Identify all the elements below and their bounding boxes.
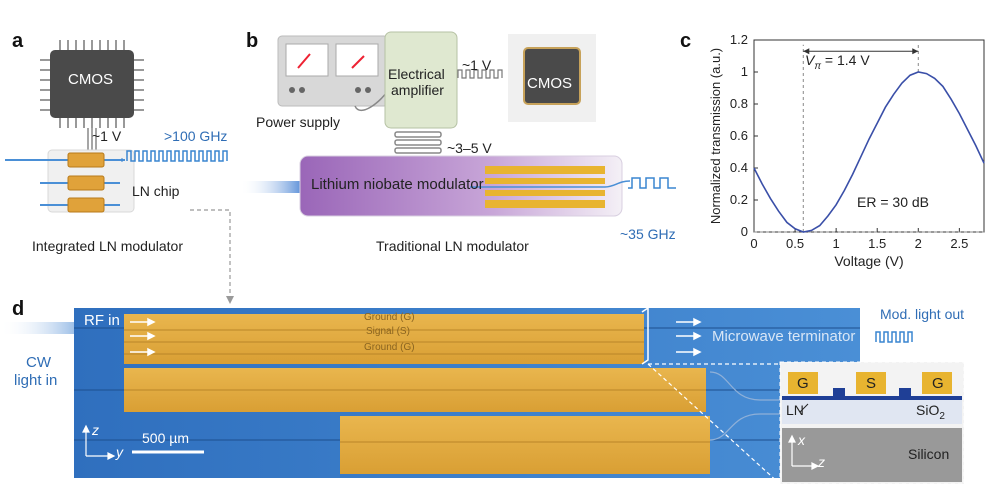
- inset-g1-label: G: [797, 375, 809, 392]
- panel-c-label: c: [680, 30, 692, 52]
- axis-y-label: y: [116, 444, 123, 460]
- vpi-arrowhead-left: [803, 48, 810, 55]
- panel-b-label: b: [246, 30, 259, 52]
- y-tick-label: 1: [741, 64, 748, 79]
- inset-silicon-label: Silicon: [908, 446, 950, 462]
- voltage-out-label-b: ~3–5 V: [447, 140, 492, 156]
- inset-axis-z: z: [818, 454, 825, 470]
- inset-ln-label: LN: [786, 402, 804, 418]
- cmos-chip-a: [50, 50, 134, 118]
- amplifier-label-line2: amplifier: [391, 82, 444, 98]
- x-tick-label: 1: [833, 236, 840, 251]
- transmission-curve: [753, 71, 985, 233]
- cmos-label-a: CMOS: [68, 71, 113, 88]
- panel-a-label: a: [12, 30, 24, 52]
- axis-z-label: z: [92, 422, 99, 438]
- signal-label: Signal (S): [366, 326, 410, 337]
- panel-a-illustration: [5, 40, 228, 213]
- frequency-label-a: >100 GHz: [164, 128, 228, 144]
- vpi-annotation: Vπ = 1.4 V: [805, 52, 870, 72]
- amplifier-label-line1: Electrical: [388, 66, 445, 82]
- cmos-label-b: CMOS: [527, 75, 572, 92]
- er-annotation: ER = 30 dB: [857, 194, 929, 210]
- x-tick-label: 2: [915, 236, 922, 251]
- rf-in-label: RF in: [84, 312, 120, 329]
- panel-a-caption: Integrated LN modulator: [32, 238, 183, 254]
- x-tick-label: 0.5: [786, 236, 804, 251]
- scale-bar-label: 500 µm: [142, 430, 189, 446]
- inset-s-label: S: [866, 375, 877, 392]
- x-tick-label: 0: [750, 236, 757, 251]
- vpi-symbol: V: [805, 52, 815, 68]
- ln-chip-label: LN chip: [132, 183, 180, 199]
- frequency-label-b: ~35 GHz: [620, 226, 676, 242]
- panel-d-illustration: [0, 306, 965, 485]
- ground-label-1: Ground (G): [364, 312, 415, 323]
- inset-g2-label: G: [932, 375, 944, 392]
- voltage-in-label-b: ~1 V: [462, 57, 492, 73]
- y-tick-label: 0.2: [730, 192, 748, 207]
- y-tick-label: 0: [741, 224, 748, 239]
- y-tick-label: 1.2: [730, 32, 748, 47]
- cw-label-line1: CW: [26, 354, 51, 371]
- mod-out-label: Mod. light out: [880, 306, 965, 322]
- y-tick-label: 0.6: [730, 128, 748, 143]
- inset-sio2-sub: 2: [939, 410, 945, 422]
- power-supply-label: Power supply: [256, 114, 341, 130]
- vpi-value: = 1.4 V: [821, 52, 870, 68]
- panel-d-label: d: [12, 298, 25, 320]
- voltage-label-a: ~1 V: [92, 128, 122, 144]
- vpi-subscript: π: [814, 60, 822, 72]
- panel-b-caption: Traditional LN modulator: [376, 238, 529, 254]
- inset-sio2-label: SiO2: [916, 402, 945, 422]
- modulator-label: Lithium niobate modulator: [311, 176, 484, 193]
- panel-b-illustration: [240, 31, 676, 217]
- terminator-label: Microwave terminator: [712, 328, 856, 345]
- inset-axis-x: x: [798, 432, 805, 448]
- x-tick-label: 2.5: [950, 236, 968, 251]
- vpi-arrowhead-right: [912, 48, 919, 55]
- y-tick-label: 0.4: [730, 160, 748, 175]
- inset-sio2-text: SiO: [916, 402, 940, 418]
- cw-label-line2: light in: [14, 372, 58, 389]
- x-tick-label: 1.5: [868, 236, 886, 251]
- x-axis-title: Voltage (V): [834, 253, 903, 269]
- y-axis-title: Normalized transmission (a.u.): [708, 48, 723, 224]
- ground-label-2: Ground (G): [364, 342, 415, 353]
- y-tick-label: 0.8: [730, 96, 748, 111]
